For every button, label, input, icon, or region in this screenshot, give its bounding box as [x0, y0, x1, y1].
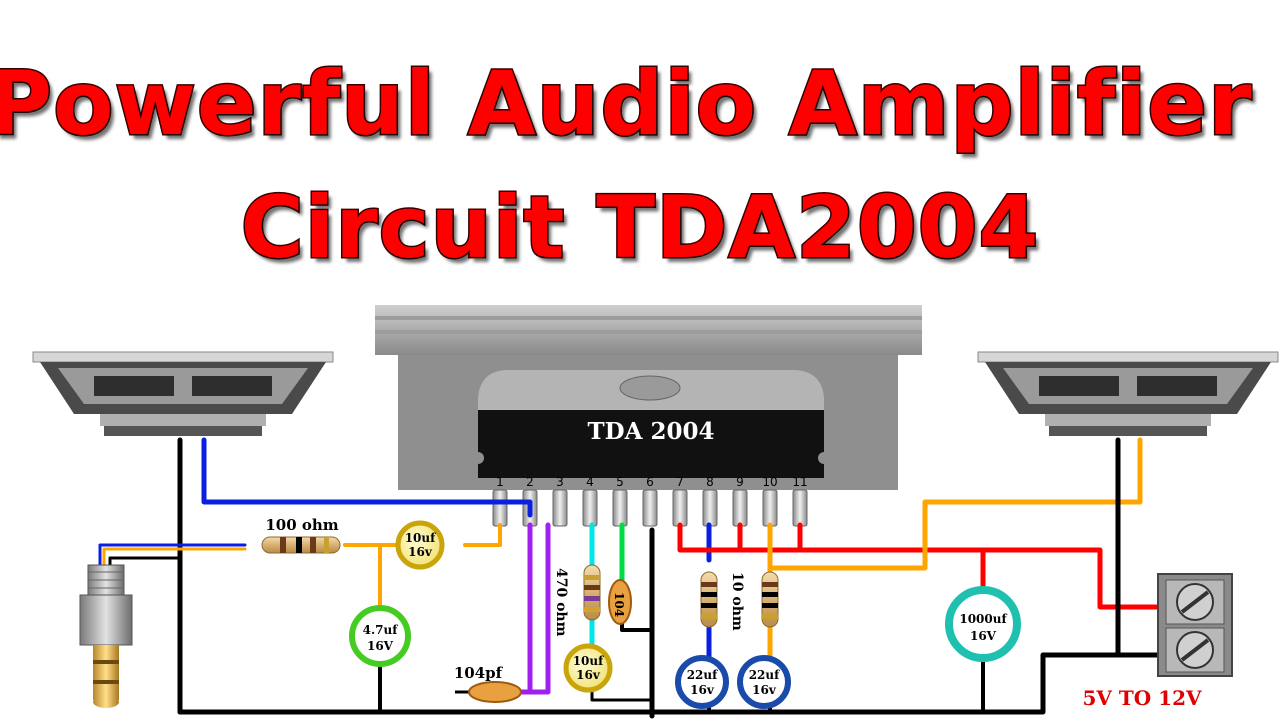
label-104pf: 104pf — [454, 664, 504, 682]
resistor-100ohm — [261, 536, 341, 554]
cap-10uf-input-voltage: 16v — [408, 545, 433, 559]
resistor-10ohm-b — [761, 571, 779, 628]
label-supply-voltage: 5V TO 12V — [1082, 686, 1201, 710]
cap-1000uf-value: 1000uf — [959, 612, 1007, 626]
label-100-ohm: 100 ohm — [265, 516, 338, 534]
capacitor-4u7: 4.7uf 16V — [349, 605, 411, 667]
pin-number-1: 1 — [496, 475, 504, 489]
pin-number-6: 6 — [646, 475, 654, 489]
pin-number-2: 2 — [526, 475, 534, 489]
chip-pin-9 — [732, 489, 748, 527]
title-line-2: Circuit TDA2004 — [239, 177, 1040, 280]
cap-22uf-a-voltage: 16v — [690, 683, 715, 697]
pin-number-8: 8 — [706, 475, 714, 489]
capacitor-10uf-b: 10uf 16v — [563, 643, 613, 693]
capacitor-22uf-a: 22uf 16v — [675, 655, 729, 709]
pin-number-4: 4 — [586, 475, 594, 489]
capacitor-1000uf: 1000uf 16V — [945, 586, 1021, 662]
capacitor-10uf-input: 10uf 16v — [395, 520, 445, 570]
cap-1000uf-voltage: 16V — [970, 629, 997, 643]
chip-pin-3 — [552, 489, 568, 527]
capacitor-104pf: 104pf — [454, 664, 522, 703]
cap-22uf-a-value: 22uf — [687, 668, 718, 682]
cap-10uf-b-voltage: 16v — [576, 668, 601, 682]
chip-pin-5 — [612, 489, 628, 527]
capacitor-22uf-b: 22uf 16v — [737, 655, 791, 709]
pin-number-7: 7 — [676, 475, 684, 489]
chip-pin-1 — [492, 489, 508, 527]
cap-4u7-voltage: 16V — [367, 639, 394, 653]
chip-pin-7 — [672, 489, 688, 527]
label-10-ohm: 10 ohm — [729, 572, 745, 631]
audio-jack — [79, 564, 133, 708]
cap-10uf-input-value: 10uf — [405, 531, 436, 545]
pin-number-11: 11 — [792, 475, 807, 489]
pin-number-10: 10 — [762, 475, 777, 489]
pin-number-5: 5 — [616, 475, 624, 489]
cap-22uf-b-value: 22uf — [749, 668, 780, 682]
chip-pin-4 — [582, 489, 598, 527]
wires — [98, 437, 1163, 719]
chip-pin-10 — [762, 489, 778, 527]
chip-pins: 1 2 3 4 5 6 7 8 9 10 11 — [492, 475, 808, 527]
speaker-left — [32, 351, 334, 436]
power-terminal-block — [1157, 573, 1233, 677]
chip-pin-8 — [702, 489, 718, 527]
tda2004-chip: TDA 2004 — [375, 305, 922, 490]
pin-number-3: 3 — [556, 475, 564, 489]
cap-22uf-b-voltage: 16v — [752, 683, 777, 697]
pin-number-9: 9 — [736, 475, 744, 489]
resistor-470ohm — [583, 564, 601, 621]
resistor-10ohm-a — [700, 571, 718, 628]
label-470-ohm: 470 ohm — [553, 568, 569, 637]
speaker-right — [977, 351, 1279, 436]
chip-pin-6 — [642, 489, 658, 527]
chip-pin-11 — [792, 489, 808, 527]
cap-104-value: 104 — [612, 592, 626, 617]
capacitor-104: 104 — [608, 579, 632, 625]
chip-label: TDA 2004 — [588, 418, 715, 445]
title-line-1: Powerful Audio Amplifier — [0, 51, 1253, 157]
cap-10uf-b-value: 10uf — [573, 654, 604, 668]
cap-4u7-value: 4.7uf — [363, 623, 399, 637]
